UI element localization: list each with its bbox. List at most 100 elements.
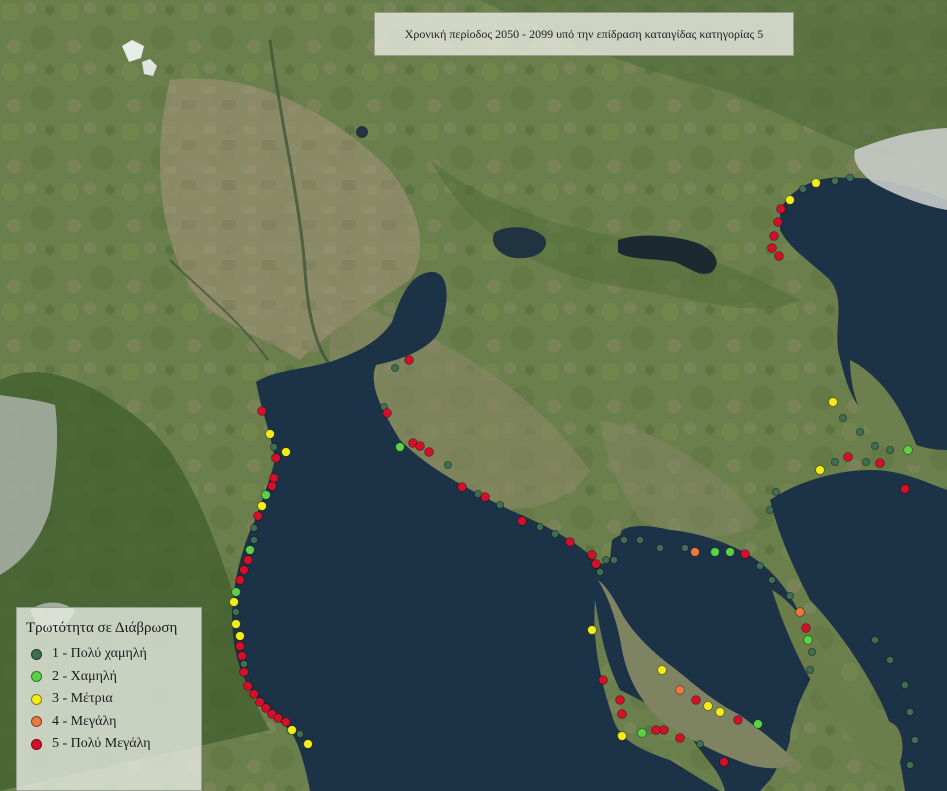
vulnerability-point-class-5[interactable] [237,651,247,661]
vulnerability-point-class-5[interactable] [774,251,784,261]
vulnerability-point-class-1[interactable] [886,656,895,665]
vulnerability-point-class-1[interactable] [846,173,855,182]
vulnerability-point-class-5[interactable] [269,473,279,483]
vulnerability-point-class-1[interactable] [610,556,619,565]
vulnerability-point-class-3[interactable] [828,397,838,407]
vulnerability-point-class-1[interactable] [862,457,871,466]
vulnerability-point-class-5[interactable] [733,715,743,725]
vulnerability-point-class-1[interactable] [906,708,915,717]
vulnerability-point-class-1[interactable] [831,457,840,466]
vulnerability-point-class-1[interactable] [871,441,880,450]
vulnerability-point-class-1[interactable] [696,740,705,749]
vulnerability-point-class-3[interactable] [703,701,713,711]
vulnerability-point-class-3[interactable] [265,429,275,439]
vulnerability-point-class-3[interactable] [815,465,825,475]
vulnerability-point-class-5[interactable] [480,492,490,502]
vulnerability-point-class-5[interactable] [404,355,414,365]
vulnerability-point-class-2[interactable] [261,490,271,500]
vulnerability-point-class-1[interactable] [473,489,482,498]
vulnerability-point-class-5[interactable] [565,537,575,547]
vulnerability-point-class-5[interactable] [615,695,625,705]
vulnerability-point-class-4[interactable] [795,607,805,617]
vulnerability-point-class-1[interactable] [839,413,848,422]
vulnerability-point-class-5[interactable] [740,549,750,559]
vulnerability-point-class-1[interactable] [551,530,560,539]
vulnerability-point-class-3[interactable] [257,501,267,511]
vulnerability-point-class-1[interactable] [786,592,795,601]
vulnerability-point-class-1[interactable] [911,736,920,745]
vulnerability-point-class-5[interactable] [382,408,392,418]
vulnerability-point-class-1[interactable] [602,556,611,565]
vulnerability-point-class-1[interactable] [871,636,880,645]
vulnerability-point-class-5[interactable] [598,675,608,685]
vulnerability-point-class-2[interactable] [753,719,763,729]
vulnerability-point-class-5[interactable] [776,204,786,214]
vulnerability-point-class-5[interactable] [875,458,885,468]
vulnerability-point-class-5[interactable] [517,516,527,526]
vulnerability-point-class-5[interactable] [691,695,701,705]
vulnerability-point-class-5[interactable] [253,511,263,521]
vulnerability-point-class-5[interactable] [767,243,777,253]
vulnerability-point-class-5[interactable] [239,565,249,575]
vulnerability-point-class-1[interactable] [536,523,545,532]
vulnerability-point-class-3[interactable] [235,631,245,641]
vulnerability-point-class-1[interactable] [756,562,765,571]
vulnerability-point-class-3[interactable] [785,195,795,205]
vulnerability-point-class-5[interactable] [273,713,283,723]
vulnerability-point-class-1[interactable] [249,536,258,545]
vulnerability-point-class-3[interactable] [715,707,725,717]
vulnerability-point-class-3[interactable] [231,619,241,629]
vulnerability-point-class-5[interactable] [591,559,601,569]
vulnerability-point-class-5[interactable] [801,623,811,633]
vulnerability-point-class-5[interactable] [651,725,661,735]
vulnerability-point-class-1[interactable] [901,681,910,690]
vulnerability-point-class-5[interactable] [243,681,253,691]
vulnerability-point-class-1[interactable] [636,536,645,545]
vulnerability-point-class-5[interactable] [773,217,783,227]
vulnerability-point-class-5[interactable] [243,555,253,565]
vulnerability-point-class-1[interactable] [856,427,865,436]
vulnerability-point-class-1[interactable] [886,445,895,454]
vulnerability-point-class-3[interactable] [587,625,597,635]
vulnerability-point-class-3[interactable] [303,739,313,749]
vulnerability-point-class-1[interactable] [239,660,248,669]
vulnerability-point-class-5[interactable] [249,689,259,699]
vulnerability-point-class-5[interactable] [769,231,779,241]
vulnerability-point-class-5[interactable] [271,453,281,463]
vulnerability-point-class-3[interactable] [811,178,821,188]
vulnerability-point-class-3[interactable] [287,725,297,735]
vulnerability-point-class-1[interactable] [620,536,629,545]
vulnerability-point-class-5[interactable] [587,550,597,560]
vulnerability-point-class-1[interactable] [443,460,452,469]
vulnerability-point-class-4[interactable] [675,685,685,695]
vulnerability-point-class-5[interactable] [457,482,467,492]
vulnerability-point-class-1[interactable] [231,608,240,617]
vulnerability-point-class-2[interactable] [710,547,720,557]
vulnerability-point-class-5[interactable] [424,447,434,457]
vulnerability-point-class-2[interactable] [903,445,913,455]
vulnerability-point-class-1[interactable] [249,524,258,533]
vulnerability-point-class-2[interactable] [245,545,255,555]
vulnerability-point-class-5[interactable] [659,725,669,735]
vulnerability-point-class-1[interactable] [656,544,665,553]
vulnerability-point-class-5[interactable] [900,484,910,494]
vulnerability-point-class-5[interactable] [415,441,425,451]
vulnerability-point-class-2[interactable] [803,635,813,645]
vulnerability-point-class-5[interactable] [239,667,249,677]
vulnerability-point-class-1[interactable] [906,761,915,770]
vulnerability-point-class-2[interactable] [231,587,241,597]
vulnerability-point-class-1[interactable] [806,666,815,675]
vulnerability-point-class-3[interactable] [229,597,239,607]
vulnerability-point-class-1[interactable] [766,505,775,514]
vulnerability-point-class-5[interactable] [267,481,277,491]
vulnerability-point-class-3[interactable] [281,447,291,457]
vulnerability-point-class-2[interactable] [395,442,405,452]
vulnerability-point-class-1[interactable] [495,500,504,509]
vulnerability-point-class-1[interactable] [596,568,605,577]
vulnerability-point-class-1[interactable] [768,576,777,585]
vulnerability-point-class-5[interactable] [675,733,685,743]
vulnerability-point-class-3[interactable] [657,665,667,675]
vulnerability-point-class-5[interactable] [257,406,267,416]
